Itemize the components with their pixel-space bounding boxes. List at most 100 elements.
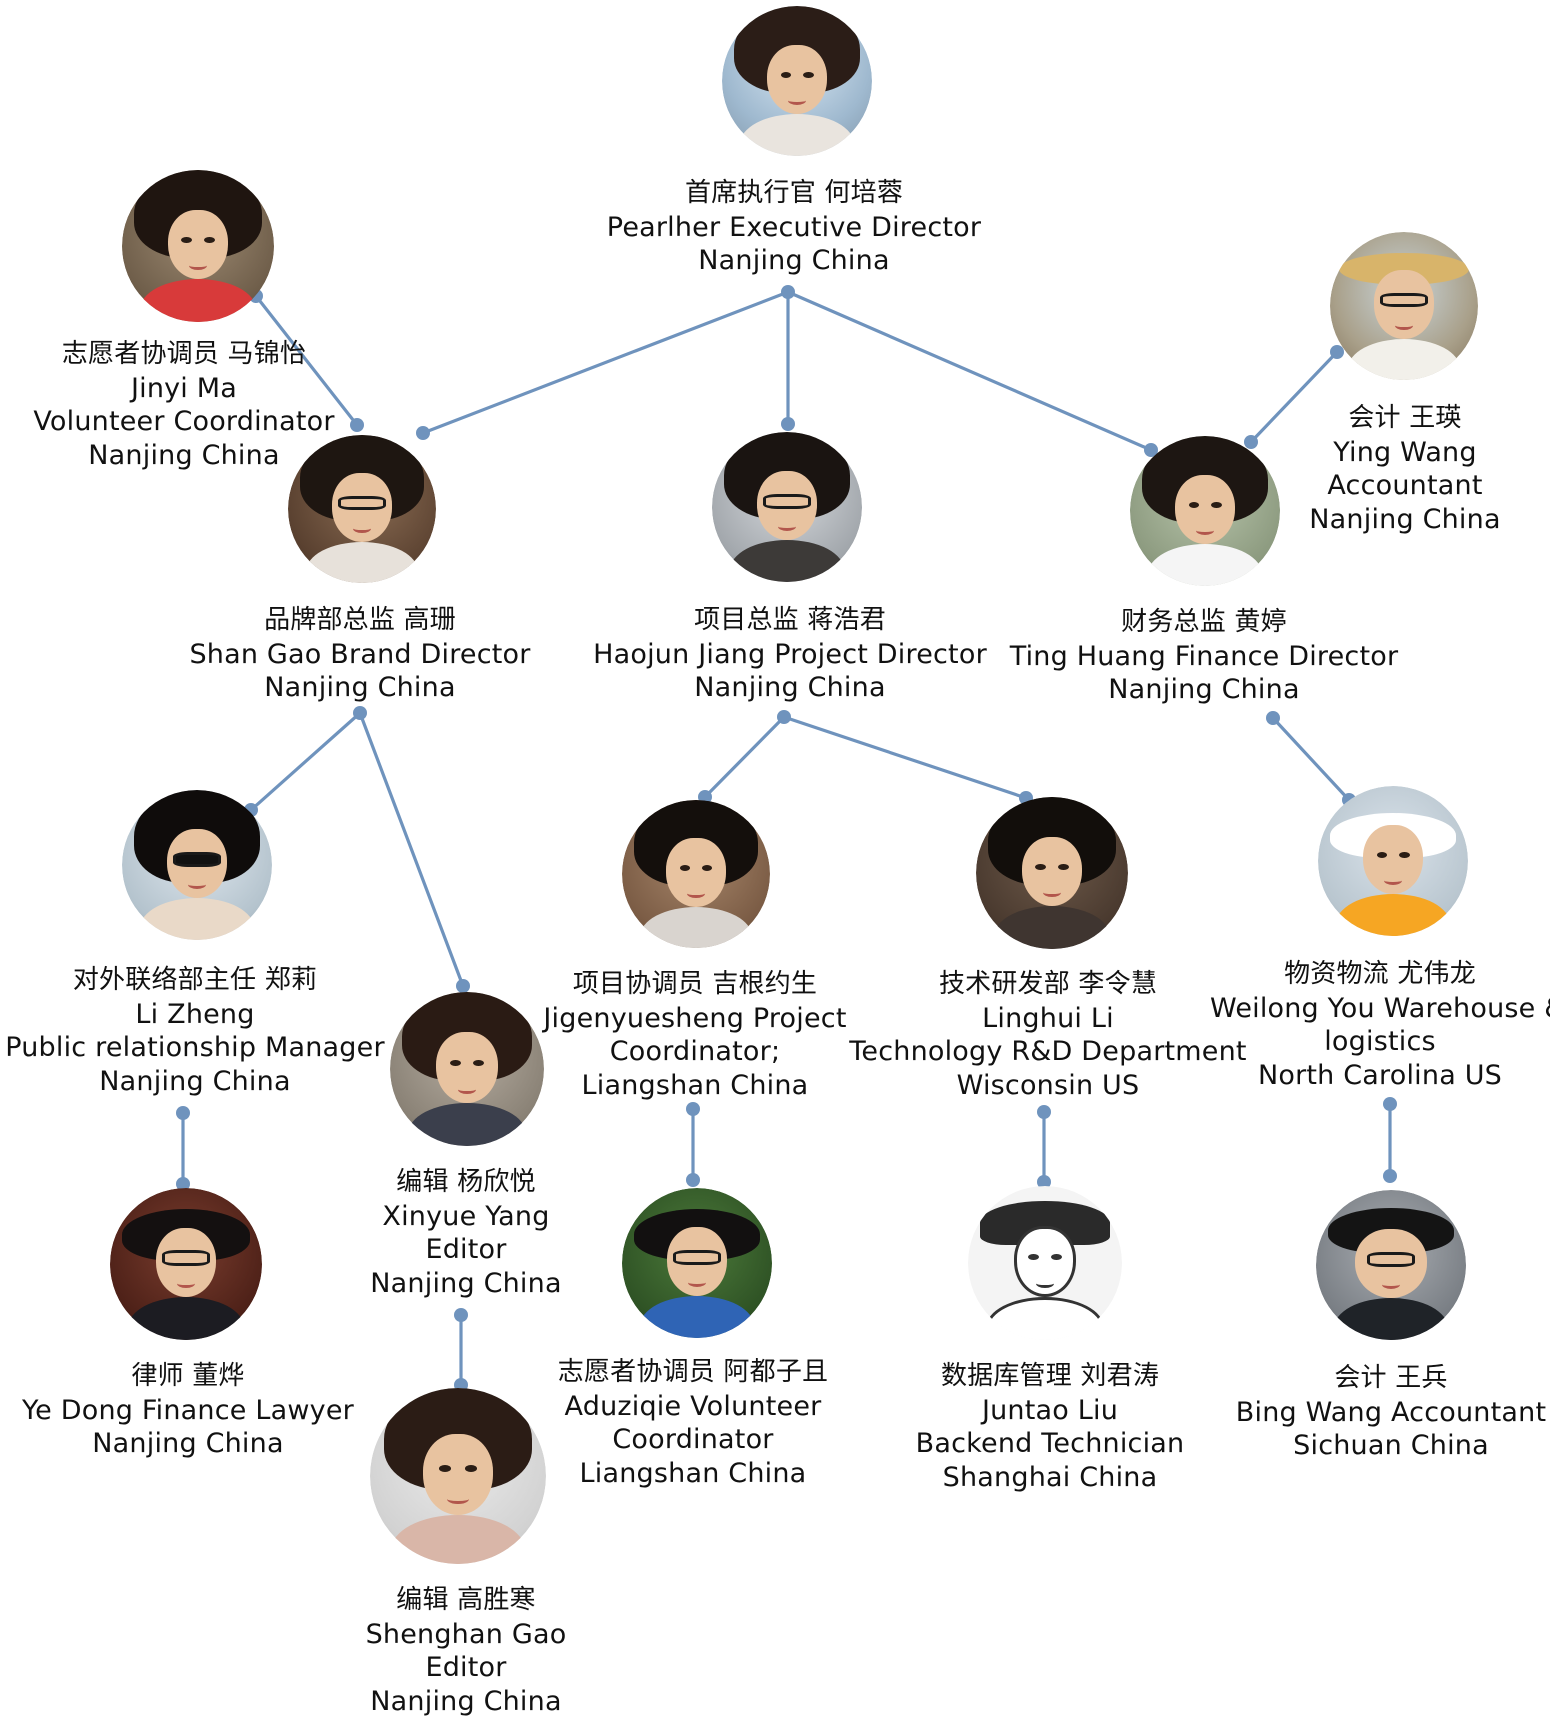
- jinyi-ma-line-2: Volunteer Coordinator: [33, 406, 335, 437]
- weilong-you-line-2: logistics: [1324, 1026, 1436, 1057]
- dot-linghui-li-hub: [1037, 1105, 1051, 1119]
- label-linghui-li: 技术研发部 李令慧 Linghui Li Technology R&D Depa…: [846, 968, 1250, 1102]
- dot-jigenyuesheng-hub: [686, 1102, 700, 1116]
- label-bing-wang: 会计 王兵 Bing Wang Accountant Sichuan China: [1232, 1362, 1550, 1463]
- bing-wang-line-2: Sichuan China: [1293, 1430, 1489, 1461]
- edge-haojun-jiang-linghui-li: [782, 715, 1028, 800]
- avatar-juntao-liu: [968, 1186, 1122, 1340]
- dot-weilong-you-hub: [1383, 1097, 1397, 1111]
- aduziqie-line-1: Aduziqie Volunteer: [564, 1390, 822, 1422]
- juntao-liu-title-cn: 数据库管理 刘君涛: [940, 1361, 1160, 1391]
- jigenyuesheng-line-2: Coordinator;: [609, 1036, 781, 1067]
- aduziqie-line-2: Coordinator: [612, 1424, 774, 1455]
- avatar-ying-wang: [1330, 232, 1478, 380]
- ting-huang-title-cn: 财务总监 黄婷: [1121, 607, 1287, 637]
- dot-jinyi-ma-in: [350, 418, 364, 432]
- dot-ye-dong-top: [176, 1177, 190, 1191]
- xinyue-yang-line-2: Editor: [425, 1234, 507, 1265]
- label-ting-huang: 财务总监 黄婷 Ting Huang Finance Director Nanj…: [1002, 606, 1406, 707]
- aduziqie-title-cn: 志愿者协调员 阿都子且: [557, 1357, 829, 1387]
- dot-xinyue-yang-top: [456, 979, 470, 993]
- linghui-li-title-cn: 技术研发部 李令慧: [938, 969, 1158, 999]
- label-jinyi-ma: 志愿者协调员 马锦怡 Jinyi Ma Volunteer Coordinato…: [2, 338, 366, 472]
- li-zheng-line-3: Nanjing China: [99, 1065, 291, 1097]
- haojun-jiang-line-1: Haojun Jiang Project Director: [593, 638, 987, 670]
- jinyi-ma-title-cn: 志愿者协调员 马锦怡: [61, 339, 307, 369]
- edge-ceo-shan-gao: [421, 290, 790, 435]
- label-jigenyuesheng: 项目协调员 吉根约生 Jigenyuesheng Project Coordin…: [540, 968, 850, 1102]
- dot-aduziqie-top: [686, 1173, 700, 1187]
- edge-ceo-ting-huang: [786, 290, 1153, 452]
- dot-ting-huang-hub: [1266, 711, 1280, 725]
- avatar-ting-huang: [1130, 436, 1280, 586]
- avatar-jigenyuesheng: [622, 800, 770, 948]
- ying-wang-line-3: Nanjing China: [1309, 503, 1501, 535]
- dot-bing-wang-top: [1383, 1169, 1397, 1183]
- avatar-shenghan-gao: [370, 1388, 546, 1564]
- edge-jinyi-ma-shan-gao: [254, 294, 359, 427]
- dot-shan-gao-top: [416, 426, 430, 440]
- shan-gao-title-cn: 品牌部总监 高珊: [264, 605, 456, 635]
- xinyue-yang-line-3: Nanjing China: [370, 1267, 562, 1299]
- haojun-jiang-title-cn: 项目总监 蒋浩君: [694, 605, 886, 635]
- linghui-li-line-3: Wisconsin US: [956, 1069, 1140, 1101]
- label-aduziqie: 志愿者协调员 阿都子且 Aduziqie Volunteer Coordinat…: [540, 1356, 846, 1490]
- avatar-li-zheng: [122, 790, 272, 940]
- edge-ting-huang-weilong-you: [1271, 716, 1351, 802]
- dot-shan-gao-hub: [353, 706, 367, 720]
- bing-wang-line-1: Bing Wang Accountant: [1235, 1396, 1547, 1428]
- li-zheng-line-1: Li Zheng: [135, 998, 255, 1030]
- ying-wang-line-2: Accountant: [1327, 470, 1483, 501]
- label-haojun-jiang: 项目总监 蒋浩君 Haojun Jiang Project Director N…: [580, 604, 1000, 705]
- dot-li-zheng-hub: [176, 1106, 190, 1120]
- li-zheng-line-2: Public relationship Manager: [5, 1032, 385, 1063]
- dot-haojun-jiang-top: [781, 417, 795, 431]
- avatar-linghui-li: [976, 797, 1128, 949]
- label-shan-gao: 品牌部总监 高珊 Shan Gao Brand Director Nanjing…: [180, 604, 540, 705]
- ceo-line-1: Pearlher Executive Director: [606, 211, 982, 243]
- ye-dong-line-2: Nanjing China: [92, 1428, 284, 1459]
- dot-xinyue-yang-hub: [454, 1308, 468, 1322]
- jigenyuesheng-title-cn: 项目协调员 吉根约生: [572, 969, 818, 999]
- jinyi-ma-line-1: Jinyi Ma: [130, 372, 238, 404]
- shenghan-gao-title-cn: 编辑 高胜寒: [396, 1585, 536, 1615]
- ting-huang-line-2: Nanjing China: [1108, 674, 1300, 705]
- dot-juntao-liu-top: [1037, 1175, 1051, 1189]
- label-juntao-liu: 数据库管理 刘君涛 Juntao Liu Backend Technician …: [900, 1360, 1200, 1494]
- dot-ying-wang-in: [1244, 435, 1258, 449]
- label-ceo: 首席执行官 何培蓉 Pearlher Executive Director Na…: [554, 177, 1034, 278]
- ying-wang-line-1: Ying Wang: [1333, 436, 1477, 468]
- haojun-jiang-line-2: Nanjing China: [694, 672, 886, 703]
- juntao-liu-line-3: Shanghai China: [942, 1461, 1158, 1493]
- ye-dong-title-cn: 律师 董烨: [131, 1361, 245, 1391]
- shan-gao-line-1: Shan Gao Brand Director: [189, 638, 531, 670]
- avatar-xinyue-yang: [390, 992, 544, 1146]
- juntao-liu-line-1: Juntao Liu: [981, 1394, 1119, 1426]
- avatar-jinyi-ma: [122, 170, 274, 322]
- linghui-li-line-2: Technology R&D Department: [849, 1036, 1247, 1067]
- avatar-shan-gao: [288, 435, 436, 583]
- edge-haojun-jiang-jigenyuesheng: [703, 715, 786, 799]
- label-li-zheng: 对外联络部主任 郑莉 Li Zheng Public relationship …: [0, 964, 390, 1098]
- label-shenghan-gao: 编辑 高胜寒 Shenghan Gao Editor Nanjing China: [340, 1584, 592, 1718]
- label-weilong-you: 物资物流 尤伟龙 Weilong You Warehouse & logisti…: [1210, 958, 1550, 1092]
- dot-ying-wang-out: [1330, 345, 1344, 359]
- weilong-you-title-cn: 物资物流 尤伟龙: [1284, 959, 1476, 989]
- avatar-aduziqie: [622, 1188, 772, 1338]
- edge-shan-gao-xinyue-yang: [358, 711, 465, 988]
- jigenyuesheng-line-3: Liangshan China: [581, 1069, 809, 1101]
- ying-wang-title-cn: 会计 王瑛: [1348, 403, 1462, 433]
- dot-haojun-jiang-hub: [777, 710, 791, 724]
- xinyue-yang-line-1: Xinyue Yang: [382, 1200, 550, 1232]
- jinyi-ma-line-3: Nanjing China: [88, 439, 280, 471]
- weilong-you-line-3: North Carolina US: [1257, 1059, 1503, 1091]
- li-zheng-title-cn: 对外联络部主任 郑莉: [72, 965, 318, 995]
- xinyue-yang-title-cn: 编辑 杨欣悦: [396, 1167, 536, 1197]
- ceo-title-cn: 首席执行官 何培蓉: [684, 178, 904, 208]
- avatar-ceo: [722, 6, 872, 156]
- edge-ying-wang-ting-huang: [1249, 350, 1339, 444]
- dot-ceo-hub: [781, 285, 795, 299]
- jigenyuesheng-line-1: Jigenyuesheng Project: [543, 1002, 847, 1034]
- avatar-bing-wang: [1316, 1190, 1466, 1340]
